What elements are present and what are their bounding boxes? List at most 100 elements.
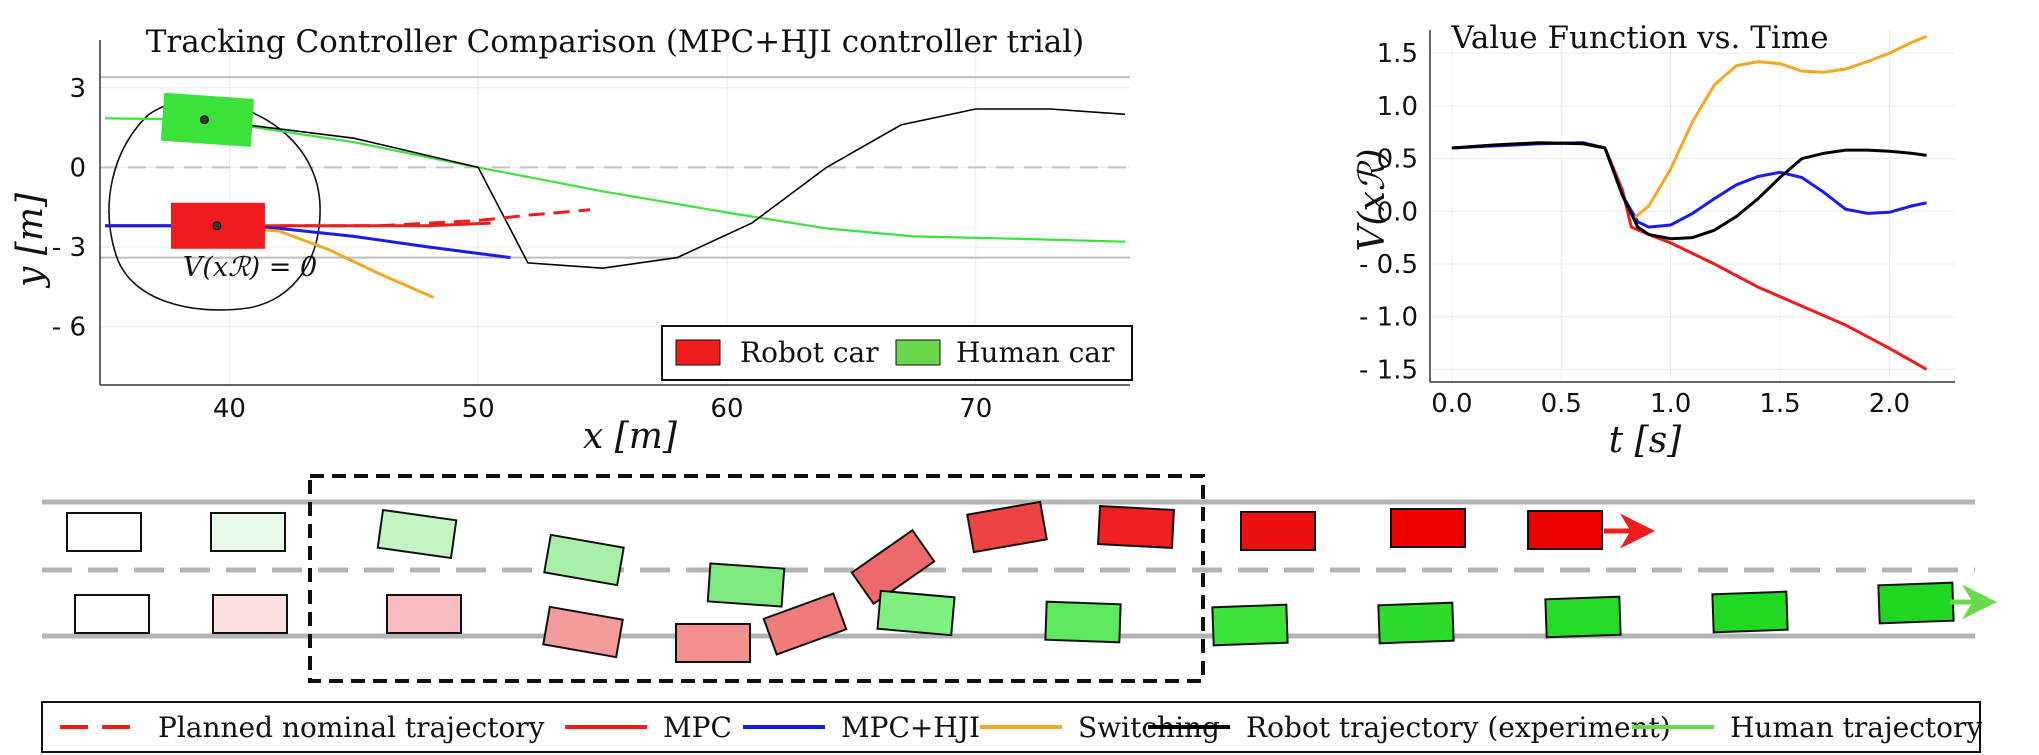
road-car [542,605,624,659]
road-car [1097,505,1175,549]
road-car [1211,603,1289,647]
road-car-body [876,589,956,637]
road-car-body [675,623,751,663]
left-xtick-label: 60 [710,394,743,424]
bottom-legend-label-mpc: MPC [663,711,732,744]
road-car [1377,601,1455,645]
road-car-body [966,500,1048,554]
right-plot-xlabel: t [s] [1609,420,1682,461]
road-car [386,594,462,634]
road-car-body [386,594,462,634]
road-car-body [210,512,286,552]
left-xtick-label: 70 [959,394,992,424]
road-car-body [1877,581,1955,625]
road-car [1044,600,1122,644]
right-xtick-label: 1.0 [1650,389,1691,419]
interaction-region-box [308,474,1205,683]
right-xtick-label: 2.0 [1869,389,1910,419]
zero-level-set-curve [108,99,321,311]
road-car-body [762,592,848,656]
zero-level-set-annotation: V(xℛ) = 0 [183,252,317,283]
right-ytick-label: 0.0 [1377,197,1418,227]
right-xtick-label: 0.5 [1541,389,1582,419]
road-car-body [1044,600,1122,644]
right-series-robot-trajectory-experiment [1451,141,1927,241]
road-car [762,592,848,656]
road-car [376,508,458,560]
road-car-body [376,508,458,560]
road-car-body [1527,510,1603,550]
road-car [1527,510,1603,550]
left-ytick-label: 0 [69,153,86,183]
right-ytick-label: - 1.0 [1359,303,1418,333]
road-car-body [1711,590,1789,634]
road-car-body [1097,505,1175,549]
left-series-robot-trajectory-experiment [204,108,1126,270]
left-series-planned-nominal-trajectory [279,208,591,228]
right-ytick-label: 1.0 [1377,92,1418,122]
road-car [1877,581,1955,625]
inner-legend: Robot car Human car [661,325,1133,381]
right-series-mpc [1451,141,1928,371]
bottom-legend-label-human-trajectory: Human trajectory [1730,711,1982,744]
right-xtick-label: 1.5 [1759,389,1800,419]
road-car [1240,511,1316,551]
right-ytick-label: 0.5 [1377,145,1418,175]
road-car-body [1390,508,1466,548]
road-car-body [543,533,625,587]
road-car [1390,508,1466,548]
road-car-body [1211,603,1289,647]
road-car [210,512,286,552]
road-car-body [1377,601,1455,645]
road-car-body [1544,595,1622,639]
road-car [1544,595,1622,639]
road-car [543,533,625,587]
left-ytick-label: 3 [69,74,86,104]
legend-label-robot: Robot car [740,336,879,369]
left-xtick-label: 40 [213,394,246,424]
bottom-legend-label-mpc-hji: MPC+HJI [841,711,980,744]
road-car [850,528,936,606]
legend-label-human: Human car [956,336,1115,369]
left-ytick-label: - 3 [52,233,86,263]
road-car [706,562,786,608]
right-series-mpc-hji [1451,141,1927,229]
left-human-car-center [199,115,209,125]
right-series-switching [1632,34,1928,220]
legend-swatch-robot [675,339,721,366]
road-car-body [66,512,142,552]
road-car [212,594,288,634]
bottom-legend-label-robot-trajectory-experiment: Robot trajectory (experiment) [1246,711,1671,744]
road-car [1711,590,1789,634]
legend-swatch-human [895,339,941,366]
left-series-human-trajectory [104,117,1126,243]
left-human-car [160,92,255,147]
road-car-body [542,605,624,659]
left-robot-car-center [212,221,222,231]
right-xtick-label: 0.0 [1431,389,1472,419]
bottom-legend-label-planned-nominal-trajectory: Planned nominal trajectory [158,711,545,744]
road-car [675,623,751,663]
road-car-body [74,594,150,634]
left-plot-title: Tracking Controller Comparison (MPC+HJI … [146,24,1084,60]
right-plot-ylabel: V(xℛ) [1352,148,1393,251]
road-car [74,594,150,634]
right-plot-title: Value Function vs. Time [1450,20,1828,56]
road-car [876,589,956,637]
road-car-body [850,528,936,606]
road-car [66,512,142,552]
right-ytick-label: - 1.5 [1359,355,1418,385]
road-car-body [706,562,786,608]
left-plot-ylabel: y [m] [10,192,51,289]
road-car-body [212,594,288,634]
right-ytick-label: - 0.5 [1359,250,1418,280]
road-car [966,500,1048,554]
road-scene [42,474,1997,683]
left-robot-car [170,202,265,249]
road-car-body [1240,511,1316,551]
left-ytick-label: - 6 [52,313,86,343]
